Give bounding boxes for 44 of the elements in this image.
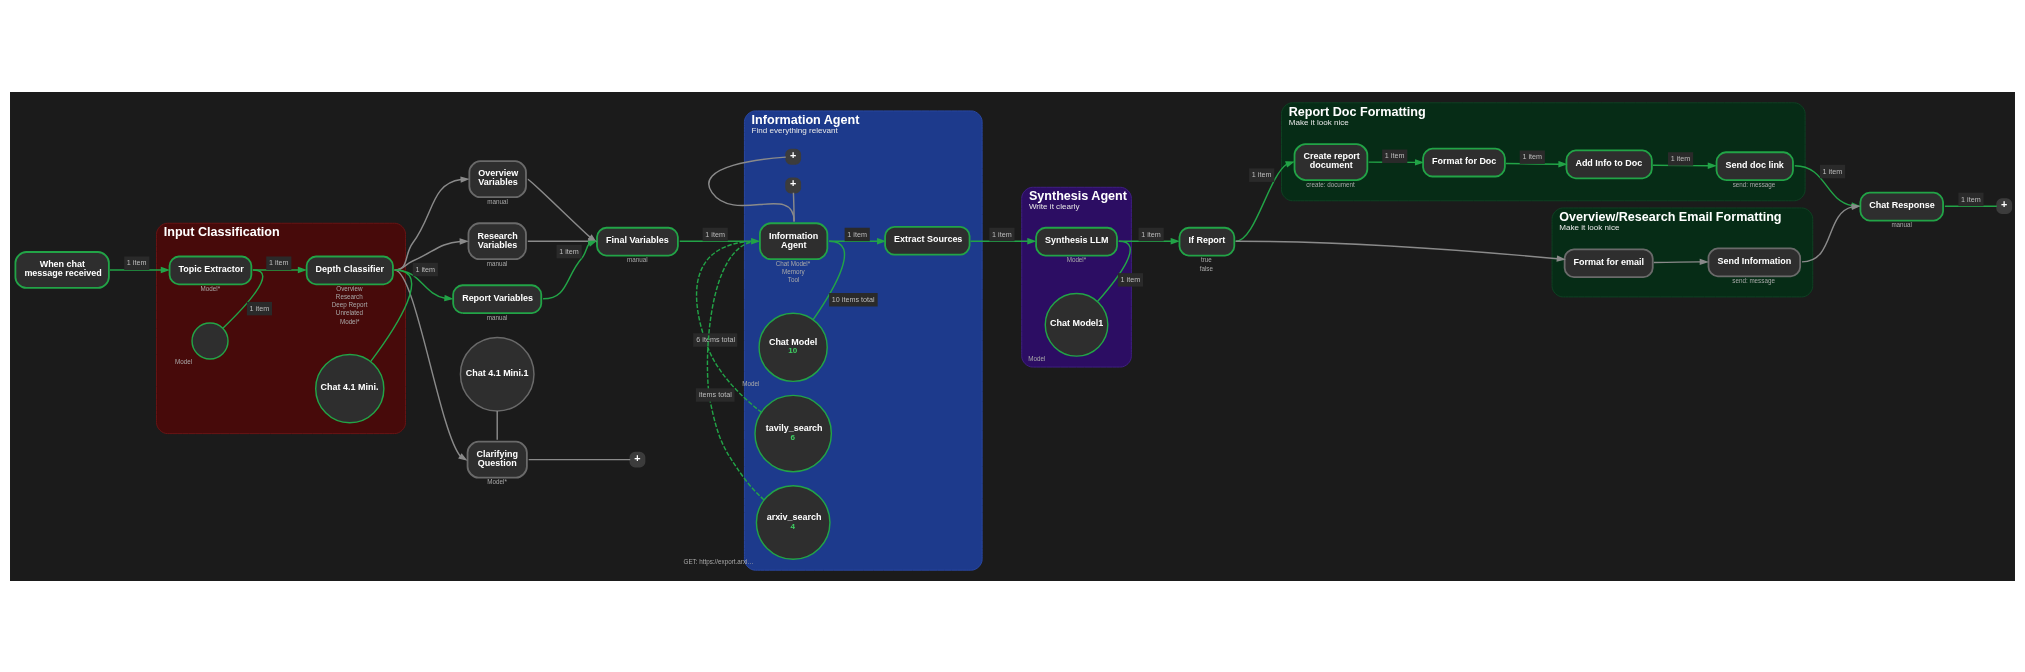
edge-label: 1 item — [249, 303, 270, 313]
edge-label: items total — [699, 389, 732, 399]
connector — [812, 240, 846, 320]
arrow — [394, 268, 468, 461]
edge-label: 1 item — [705, 229, 725, 239]
node-circle: Chat 4.1 Mini. — [315, 353, 385, 423]
edge-label: 1 item — [1251, 169, 1272, 179]
edge-label: 1 item — [1522, 151, 1542, 161]
connector — [527, 458, 631, 460]
arrow — [969, 237, 1037, 244]
edge-label: 1 item — [847, 229, 867, 239]
edge-label: 1 item — [1384, 150, 1405, 160]
connector — [1096, 240, 1131, 302]
connector — [1944, 204, 1998, 207]
node-circle: tavily_search 6 — [754, 394, 833, 472]
edge-label: 1 item — [126, 257, 147, 267]
edge-label: 1 item — [415, 264, 435, 274]
node-circle: Chat Model1 — [1044, 292, 1109, 357]
edge-label: 1 item — [1670, 153, 1691, 163]
edge-label: 1 item — [1822, 166, 1843, 176]
connector — [708, 155, 795, 222]
edge-label: 10 items total — [831, 294, 875, 304]
edge-label: 1 item — [1120, 274, 1141, 284]
edge-label: 1 item — [992, 229, 1012, 239]
edge-label: 1 item — [1141, 229, 1161, 239]
arrow — [828, 237, 887, 244]
edge-label: 1 item — [1961, 194, 1981, 204]
edge-label: 1 item — [559, 246, 579, 256]
arrow — [1118, 237, 1180, 244]
arrow — [1653, 258, 1709, 265]
connector — [706, 240, 765, 501]
arrow — [1505, 160, 1568, 167]
arrow — [1234, 240, 1566, 262]
node-circle: arxiv_search 4 — [755, 484, 831, 560]
node-circle: Chat 4.1 Mini.1 — [459, 336, 535, 412]
arrow — [678, 237, 761, 244]
connector — [496, 409, 498, 441]
node-circle — [191, 321, 229, 360]
node-circle: Chat Model 10 — [758, 312, 828, 382]
connector — [222, 268, 264, 329]
arrow — [109, 266, 170, 273]
connector — [369, 268, 413, 362]
connector — [792, 191, 795, 222]
edge-label: 1 item — [268, 257, 289, 267]
